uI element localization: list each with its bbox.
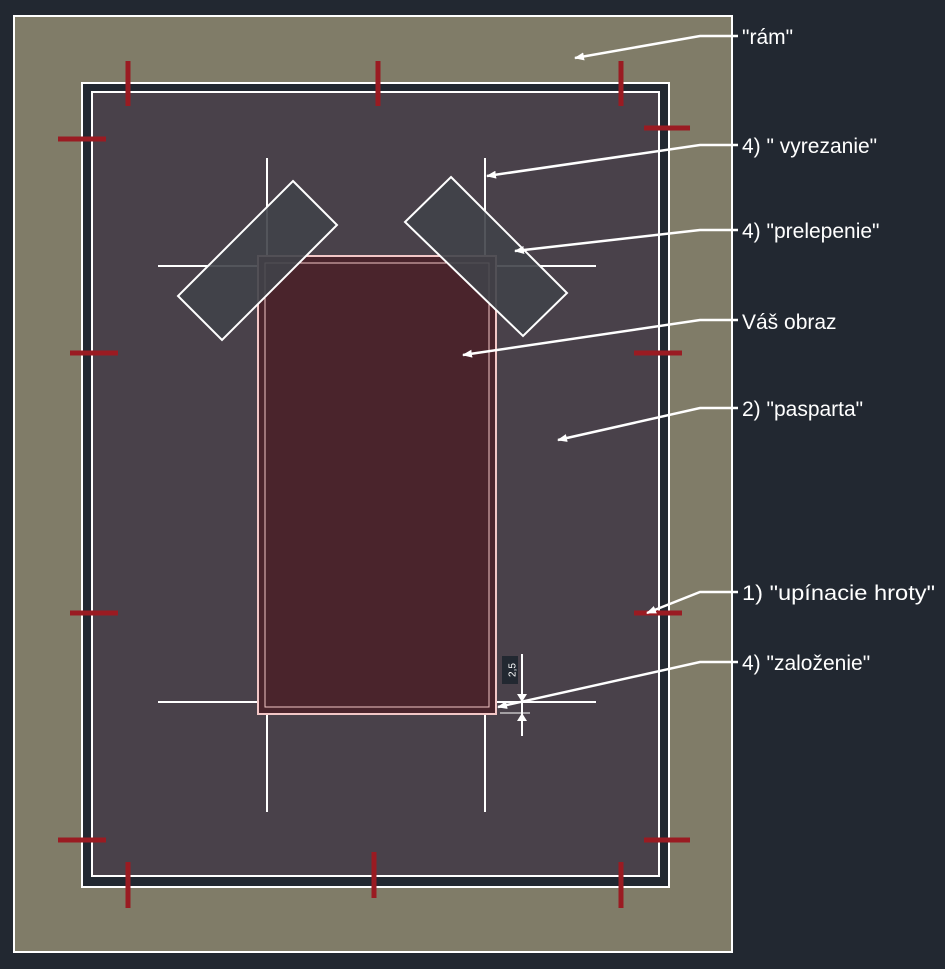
- label-picture: Váš obraz: [742, 311, 837, 334]
- leader-pins: [646, 590, 738, 615]
- dimension-value: 2,5: [508, 663, 519, 677]
- tape-right: [403, 175, 569, 338]
- mounting-pins: [58, 61, 690, 908]
- label-insertion: 4) "založenie": [742, 652, 870, 675]
- leader-taping: [514, 228, 738, 254]
- leader-arrows: [462, 34, 738, 709]
- leader-insertion: [497, 660, 738, 709]
- label-frame: "rám": [742, 26, 793, 49]
- leader-frame: [574, 34, 738, 61]
- leader-passepartout: [557, 406, 738, 442]
- label-pins: 1) "upínacie hroty": [742, 582, 935, 605]
- leader-cutout: [486, 143, 738, 179]
- leader-picture: [462, 318, 738, 358]
- tape-left: [176, 179, 339, 342]
- label-passepartout: 2) "pasparta": [742, 398, 863, 421]
- label-cutout: 4) " vyrezanie": [742, 135, 877, 158]
- picture-inner-outline: [264, 262, 490, 708]
- picture: [257, 255, 497, 715]
- label-taping: 4) "prelepenie": [742, 220, 880, 243]
